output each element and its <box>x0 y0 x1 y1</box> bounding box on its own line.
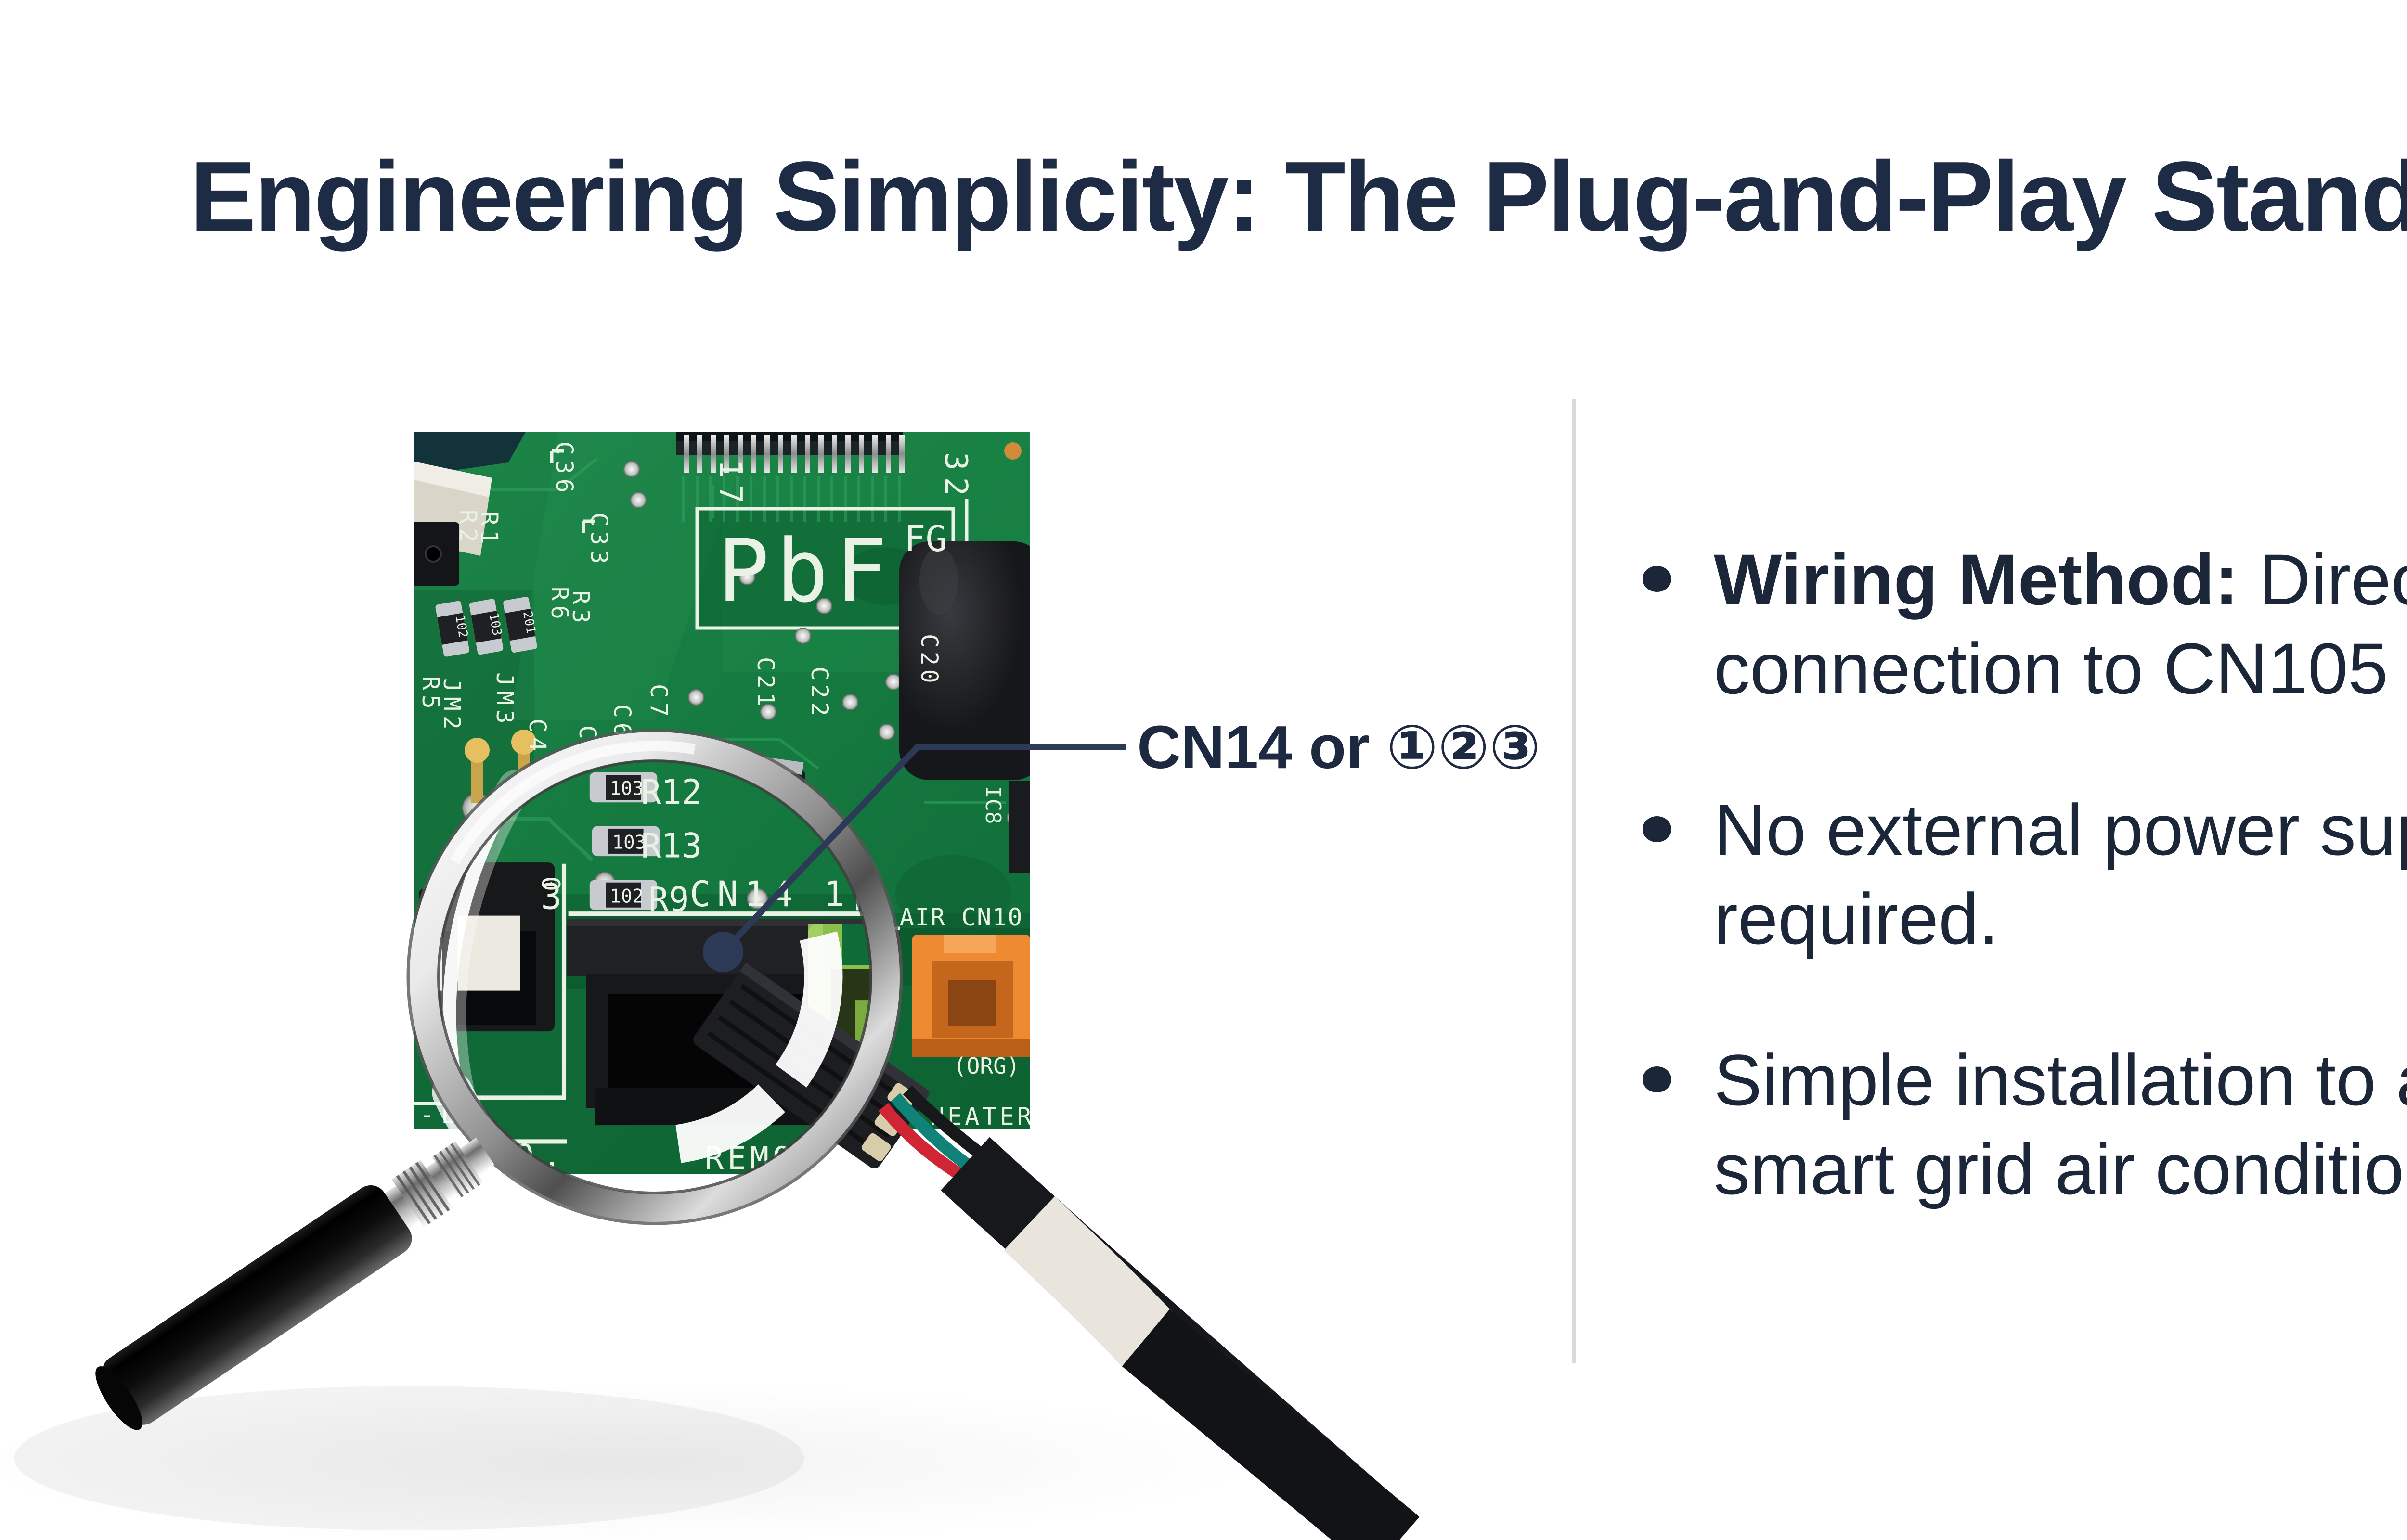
magnifier-handle <box>95 1137 495 1430</box>
handle-shadow <box>14 1386 804 1530</box>
bullet-dot <box>1643 1066 1671 1092</box>
callout-dot <box>703 932 743 972</box>
cn14-callout-label: CN14 or ①②③ <box>1137 713 1541 781</box>
section-divider <box>1572 399 1576 1363</box>
bullet-item-power: No external power supply required. <box>1643 785 2407 963</box>
bullet-dot <box>1643 816 1671 842</box>
cable-white-band <box>1004 1196 1177 1367</box>
magnifier-ring <box>406 729 903 1225</box>
bullet-rest: Direct <box>2258 539 2407 620</box>
callout-line <box>721 744 1126 954</box>
cn105-cable <box>878 1085 1419 1540</box>
bullet-text: Wiring Method: Direct connection to CN10… <box>1714 535 2407 713</box>
bullet-rest: No external power supply <box>1714 789 2407 870</box>
bullet-line2: required. <box>1714 878 1999 959</box>
bullet-text: No external power supply required. <box>1714 785 2407 963</box>
page-title: Engineering Simplicity: The Plug-and-Pla… <box>190 141 2407 252</box>
magnifier-dashed-reflection <box>675 931 843 1163</box>
bullet-item-wiring: Wiring Method: Direct connection to CN10… <box>1643 535 2407 713</box>
bullet-item-installation: Simple installation to achieve smart gri… <box>1643 1036 2407 1214</box>
callout-leader <box>703 744 1126 972</box>
bullet-text: Simple installation to achieve smart gri… <box>1714 1036 2407 1214</box>
bullet-dot <box>1643 566 1671 592</box>
bullet-rest: Simple installation to achieve <box>1714 1040 2407 1120</box>
bullet-bold: Wiring Method: <box>1714 539 2239 620</box>
bullet-list: Wiring Method: Direct connection to CN10… <box>1643 535 2407 1214</box>
bullet-line2: smart grid air conditioning. <box>1714 1129 2407 1209</box>
bullet-line2: connection to CN105 port. <box>1714 628 2407 709</box>
